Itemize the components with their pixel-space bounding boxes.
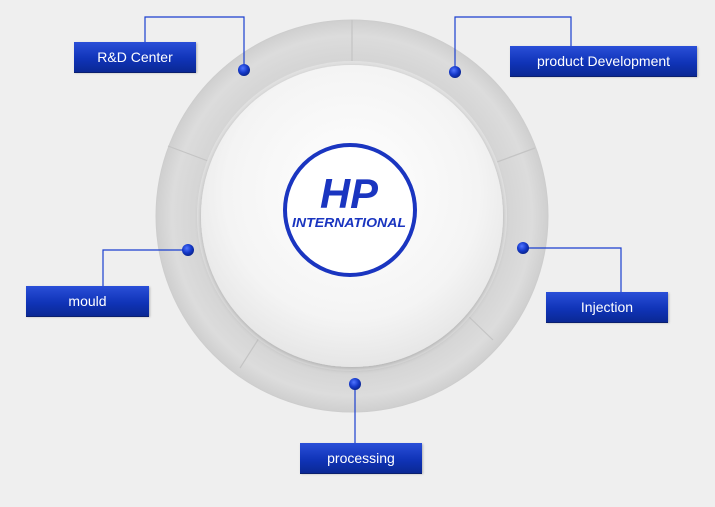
logo-ring [283, 143, 417, 277]
label-mould: mould [26, 286, 149, 316]
label-rd-center: R&D Center [74, 42, 196, 72]
dot-injection [517, 242, 529, 254]
ring-dividers [167, 20, 536, 369]
divider-upper-right [496, 147, 536, 163]
connector-mould [102, 249, 188, 288]
label-processing: processing [300, 443, 422, 473]
logo-main-text: HP [320, 170, 379, 217]
connector-injection [523, 247, 622, 294]
logo-sub-text: INTERNATIONAL [292, 215, 406, 230]
connector-product-development [454, 16, 572, 72]
dot-product-development [449, 66, 461, 78]
dot-processing [349, 378, 361, 390]
connector-dots [182, 64, 529, 390]
connector-rd-center [144, 16, 245, 70]
hp-international-logo: HP INTERNATIONAL [283, 143, 417, 277]
divider-upper-left [167, 145, 209, 162]
divider-lower-right [465, 313, 494, 341]
dot-mould [182, 244, 194, 256]
divider-lower-left [239, 334, 262, 369]
label-product-development: product Development [510, 46, 697, 76]
dot-rd-center [238, 64, 250, 76]
label-injection: Injection [546, 292, 668, 322]
connector-lines [102, 16, 622, 445]
